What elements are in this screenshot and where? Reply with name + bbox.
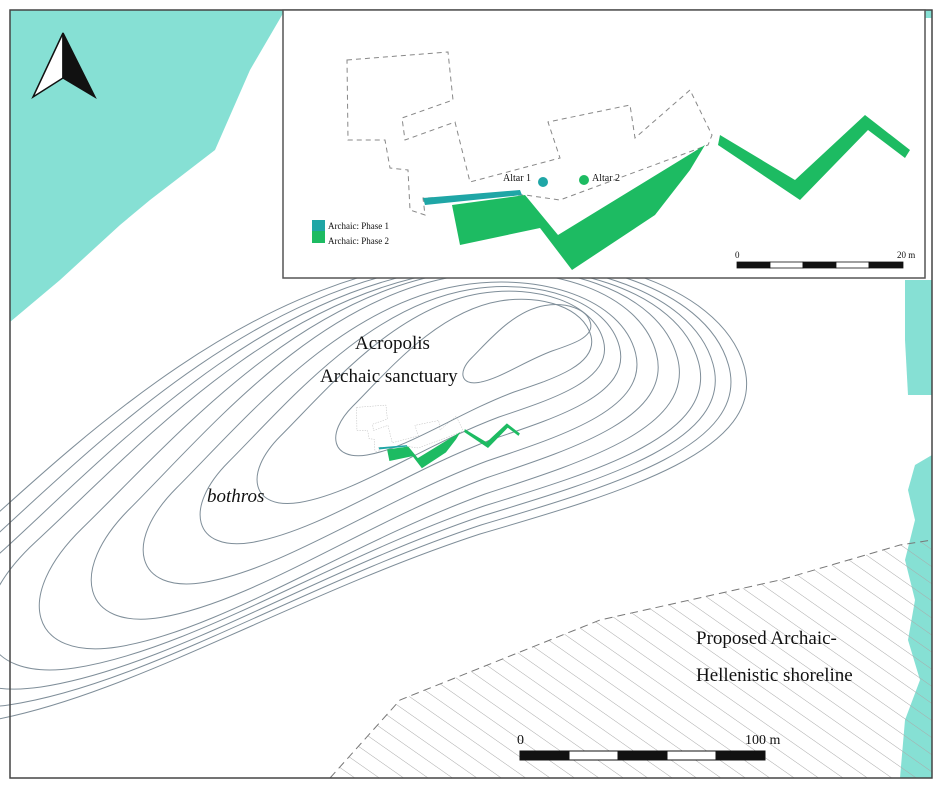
acropolis-label: Acropolis — [355, 333, 430, 354]
altar-1-marker — [538, 177, 548, 187]
sanctuary-label: Archaic sanctuary — [320, 366, 458, 387]
legend-label-phase2: Archaic: Phase 2 — [328, 236, 389, 246]
shoreline-label-line1: Proposed Archaic- — [696, 628, 837, 649]
north-arrow-icon — [31, 32, 97, 100]
inset-scale-end: 20 m — [897, 250, 916, 260]
sea-east-upper — [905, 280, 932, 395]
proposed-shoreline-area — [328, 539, 933, 779]
main-scale-bar — [519, 750, 766, 761]
legend-swatch-phase2 — [312, 231, 325, 243]
inset-map — [282, 9, 926, 279]
inset-scale-start: 0 — [735, 250, 740, 260]
altar-2-label: Altar 2 — [592, 173, 621, 184]
shoreline-label-line2: Hellenistic shoreline — [696, 665, 853, 686]
inset-scale-bar — [736, 261, 904, 269]
legend-label-phase1: Archaic: Phase 1 — [328, 221, 389, 231]
altar-1-label: Altar 1 — [503, 173, 532, 184]
altar-2-marker — [579, 175, 589, 185]
main-scale-start: 0 — [517, 733, 524, 748]
bothros-label: bothros — [207, 486, 265, 507]
sanctuary-plan — [356, 404, 521, 469]
legend-swatch-phase1 — [312, 220, 325, 231]
main-scale-end: 100 m — [745, 733, 781, 748]
